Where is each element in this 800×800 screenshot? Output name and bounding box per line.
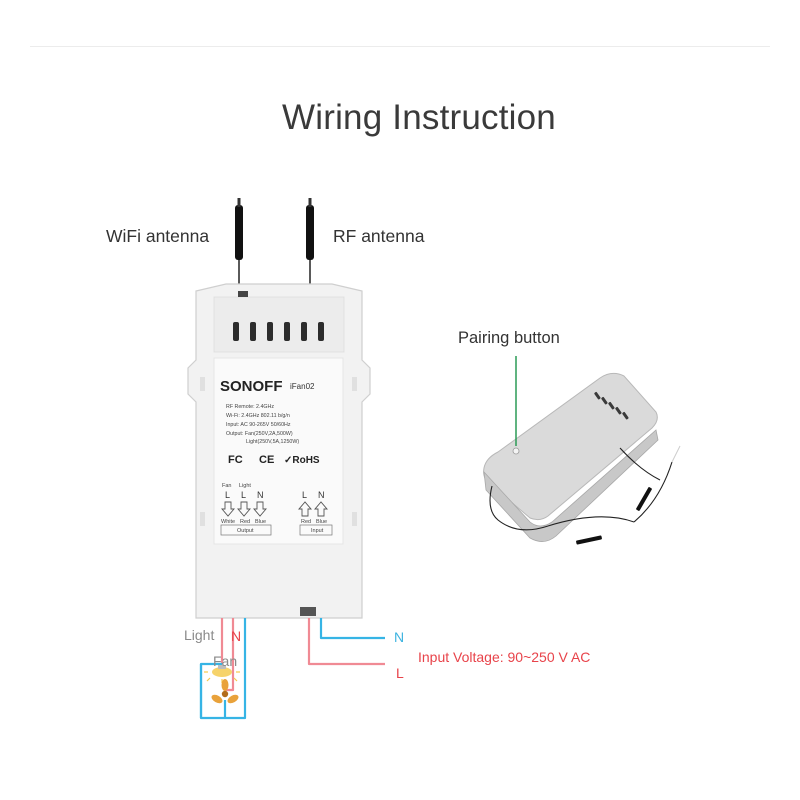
wifi-antenna-label: WiFi antenna	[106, 226, 210, 246]
input-live-wire	[307, 618, 385, 666]
terminal-label: N	[318, 490, 325, 500]
terminal-label: L	[225, 490, 230, 500]
pairing-button-dot	[512, 447, 520, 455]
spec-line: Light(250V,5A,1250W)	[246, 439, 299, 445]
spec-line: Output: Fan(250V,2A,500W)	[226, 431, 293, 437]
fan-icon	[211, 679, 239, 704]
output-fan-caption: Fan	[222, 483, 231, 489]
wire-color-label: Red	[240, 519, 250, 525]
rf-remote	[483, 356, 681, 545]
vent-slots	[233, 322, 324, 341]
top-divider	[30, 46, 770, 47]
input-caption: Input	[311, 528, 324, 534]
sonoff-device: SONOFF iFan02 RF Remote: 2.4GHz Wi-Fi: 2…	[187, 283, 371, 619]
rf-antenna-label: RF antenna	[333, 226, 425, 246]
input-neutral-wire	[319, 618, 385, 640]
brand-text: SONOFF	[220, 378, 283, 395]
wire-color-label: Red	[301, 519, 311, 525]
spec-line: Input: AC 90-265V 50/60Hz	[226, 422, 291, 428]
terminal-arrows	[221, 501, 328, 517]
input-n-label: N	[394, 629, 405, 645]
fan-label: Fan	[213, 653, 238, 669]
wire-color-label: White	[221, 519, 235, 525]
fan-live-wire	[225, 618, 235, 692]
input-voltage-label: Input Voltage: 90~250 V AC	[418, 649, 591, 665]
wires	[199, 618, 385, 720]
terminal-label: L	[241, 490, 246, 500]
ce-mark: CE	[259, 454, 274, 466]
spec-line: Wi-Fi: 2.4GHz 802.11 b/g/n	[226, 413, 290, 419]
model-text: iFan02	[290, 382, 315, 391]
page-title: Wiring Instruction	[282, 98, 556, 137]
rohs-mark: ✓RoHS	[284, 455, 320, 466]
rf-antenna	[306, 198, 314, 284]
wire-color-label: Blue	[255, 519, 266, 525]
output-light-caption: Light	[239, 483, 251, 489]
wifi-antenna	[235, 198, 243, 284]
output-caption: Output	[237, 528, 254, 534]
input-l-label: L	[396, 665, 404, 681]
spec-line: RF Remote: 2.4GHz	[226, 404, 274, 410]
terminal-label: N	[257, 490, 264, 500]
terminal-label: L	[302, 490, 307, 500]
output-n-label: N	[231, 628, 242, 644]
pairing-button-label: Pairing button	[458, 329, 560, 347]
fcc-mark: FC	[228, 454, 243, 466]
wire-color-label: Blue	[316, 519, 327, 525]
light-label: Light	[184, 627, 215, 643]
